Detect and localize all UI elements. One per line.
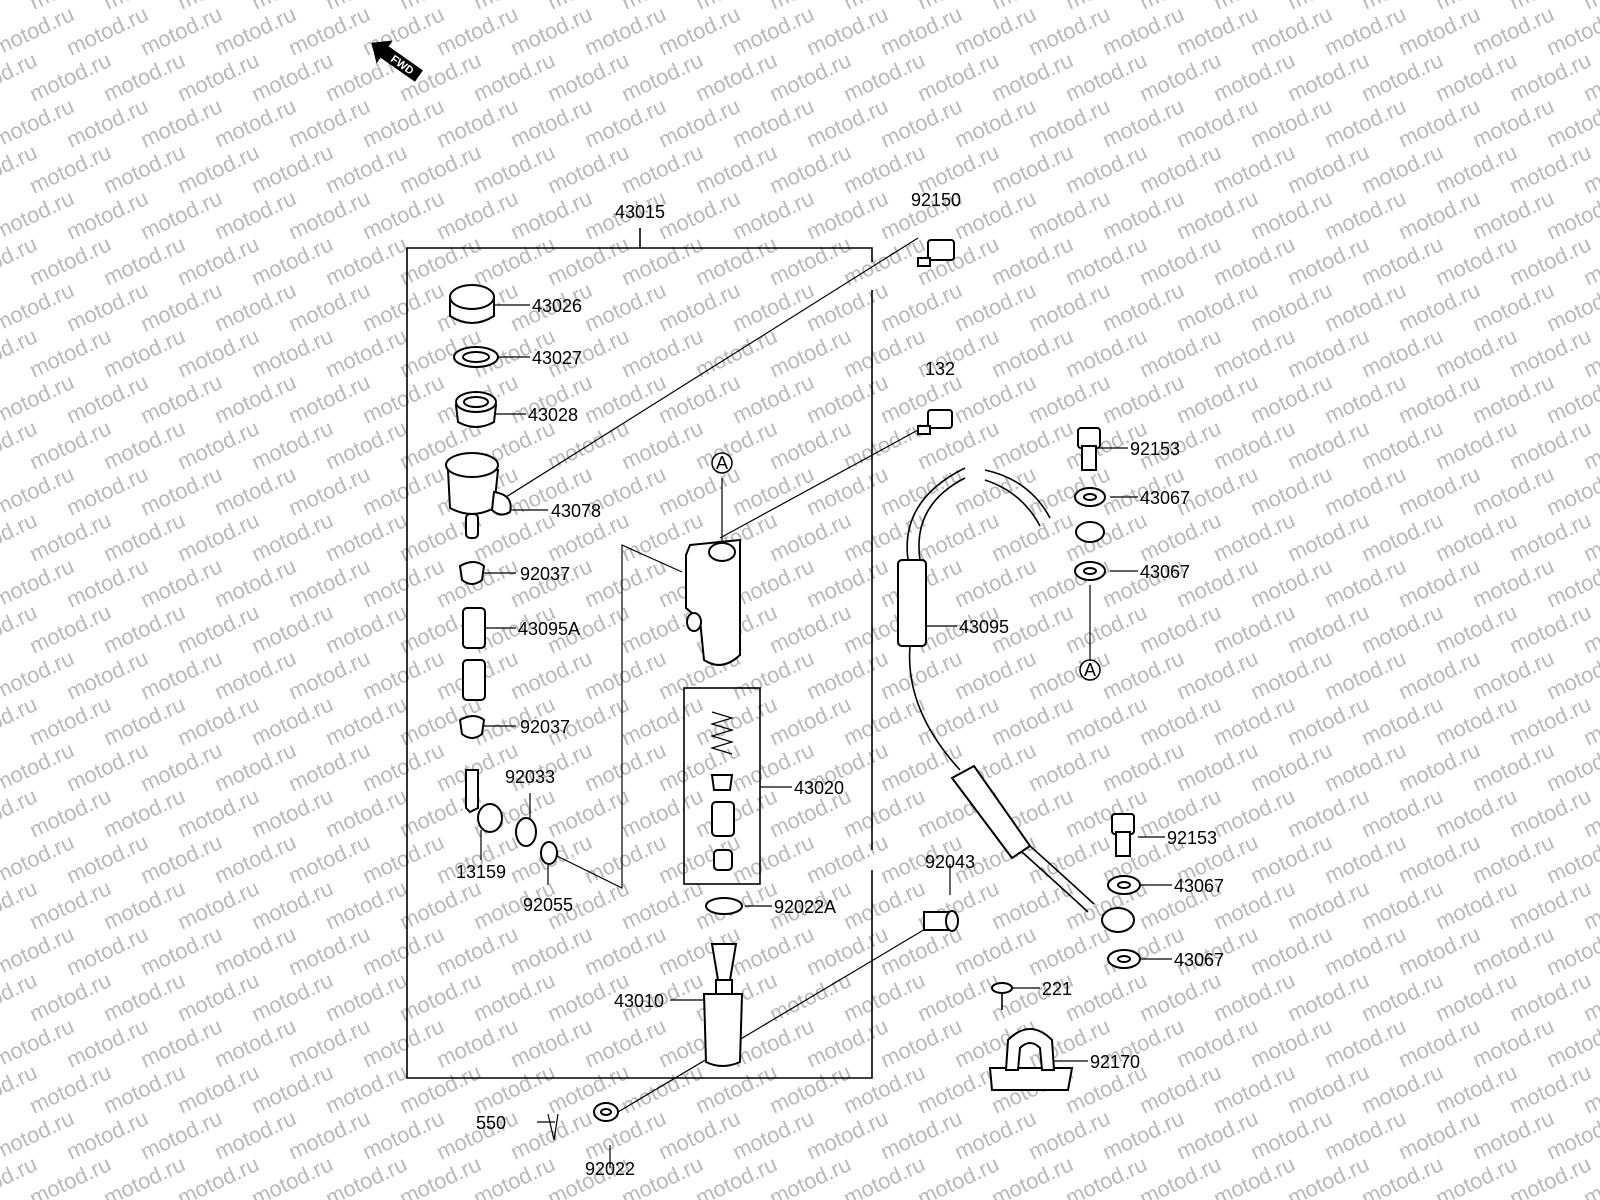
label-92037-lower: 92037 (520, 717, 570, 737)
push-rod-43010 (702, 943, 744, 1067)
reservoir-43078 (445, 452, 512, 539)
label-43095: 43095 (959, 617, 1009, 637)
label-13159: 13159 (456, 862, 506, 882)
pin-92043 (923, 910, 959, 932)
label-43067-b: 43067 (1140, 562, 1190, 582)
diaphragm-43027 (453, 346, 499, 368)
label-43067-d: 43067 (1174, 950, 1224, 970)
label-43078: 43078 (551, 501, 601, 521)
clamp-92037-lower (458, 715, 486, 739)
label-92037-upper: 92037 (520, 564, 570, 584)
o-ring-92055 (540, 841, 558, 865)
screw-132 (917, 409, 953, 435)
label-43010: 43010 (614, 991, 664, 1011)
label-43095A: 43095A (518, 619, 580, 639)
label-43028: 43028 (528, 405, 578, 425)
brake-hose-43095 (897, 467, 1135, 933)
label-43015: 43015 (615, 202, 665, 222)
reference-marker-upper: A (711, 452, 733, 474)
elbow-fitting-13159 (465, 769, 503, 833)
bolt-92150 (917, 239, 955, 267)
label-92033: 92033 (505, 767, 555, 787)
label-132: 132 (925, 359, 955, 379)
label-92022: 92022 (585, 1159, 635, 1179)
label-43020: 43020 (794, 778, 844, 798)
washer-43067-a (1074, 487, 1106, 507)
banjo-bolt-92153-lower (1111, 813, 1135, 857)
label-43067-c: 43067 (1174, 876, 1224, 896)
reference-marker-lower: A (1079, 659, 1101, 681)
piston-kit-43020 (683, 687, 761, 885)
part-labels: 43015 92150 43026 43027 43028 43078 9203… (456, 190, 1224, 1179)
screw-221 (991, 982, 1013, 1010)
label-43026: 43026 (532, 296, 582, 316)
clamp-92170 (988, 1028, 1074, 1091)
washer-43067-d (1107, 949, 1141, 969)
label-92153-lower: 92153 (1167, 828, 1217, 848)
leader-lines (480, 237, 1172, 1168)
label-92055: 92055 (523, 895, 573, 915)
label-43027: 43027 (532, 348, 582, 368)
cap-43026 (449, 284, 495, 324)
banjo-bolt-92153-upper (1077, 427, 1101, 471)
circlip-92022A (705, 897, 743, 915)
label-92170: 92170 (1090, 1052, 1140, 1072)
ring-92033 (515, 817, 537, 847)
cotter-pin-550 (547, 1113, 559, 1141)
label-550: 550 (476, 1113, 506, 1133)
label-221: 221 (1042, 979, 1072, 999)
diaphragm-43028 (454, 391, 498, 428)
washer-43067-b (1074, 561, 1106, 581)
label-92022A: 92022A (774, 897, 836, 917)
svg-text:A: A (1084, 660, 1096, 680)
master-cylinder-body (685, 538, 741, 666)
assembly-frame (406, 228, 873, 1079)
washer-43067-c (1107, 875, 1141, 895)
label-43067-a: 43067 (1140, 488, 1190, 508)
label-92150: 92150 (911, 190, 961, 210)
clamp-92037-upper (458, 561, 486, 585)
washer-92022 (593, 1102, 619, 1122)
label-92153-upper: 92153 (1130, 439, 1180, 459)
label-92043: 92043 (925, 852, 975, 872)
hose-43095A (462, 607, 486, 701)
svg-text:A: A (716, 453, 728, 473)
